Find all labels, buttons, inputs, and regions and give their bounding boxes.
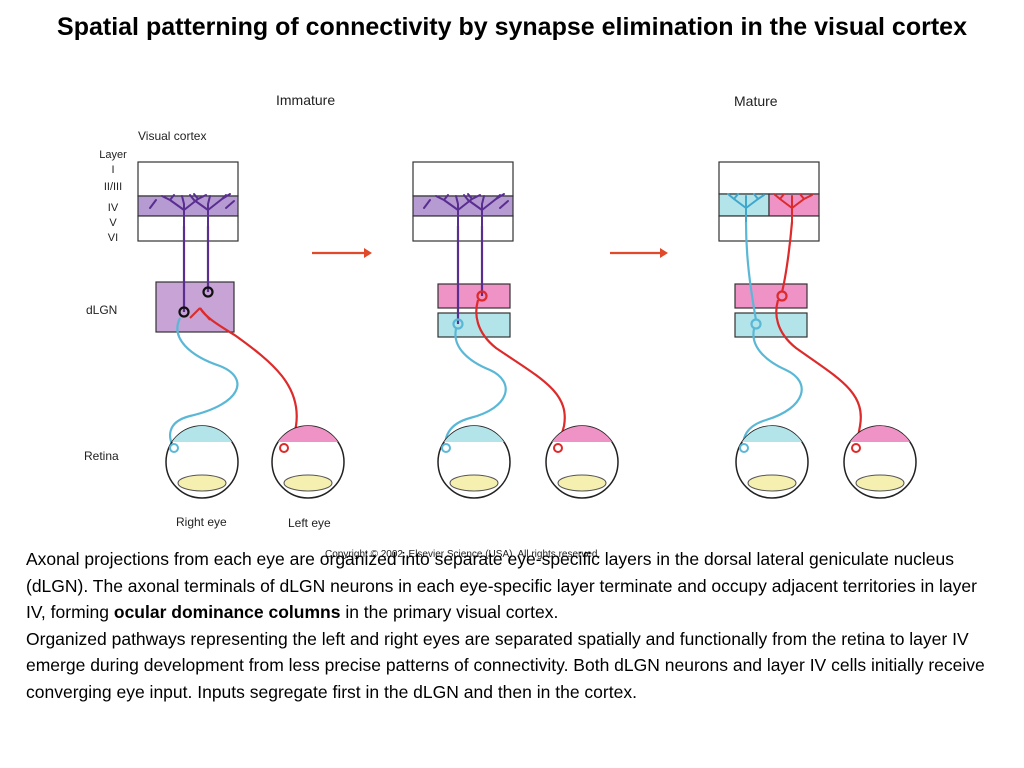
layer-label-iv: IV [108,202,119,214]
copyright-notice: Copyright © 2002, Elsevier Science (USA)… [325,549,600,560]
layer-label-vi: VI [108,232,118,244]
cortex-block [718,161,820,242]
dlgn-right-layer [437,312,511,338]
cortex-block [412,161,514,242]
layer-label-i: I [111,164,114,176]
dlgn-block [155,281,235,333]
dlgn-left-layer [734,283,808,309]
stage-intermediate [412,161,619,499]
converging-arbors [149,193,235,227]
right-eye [165,425,239,499]
stage-label-mature: Mature [734,93,778,109]
caption: Axonal projections from each eye are org… [26,546,1001,705]
left-eye [271,425,345,499]
left-eye-label: Left eye [288,516,331,530]
stage-mature [718,161,917,499]
caption-p1-text: Axonal projections from each eye are org… [26,549,977,622]
right-eye [735,425,809,499]
dlgn-label: dLGN [86,303,117,317]
left-eye-axon [775,299,862,449]
left-eye [545,425,619,499]
development-arrow-1 [312,248,372,258]
right-eye-axon [169,317,239,449]
caption-paragraph-1: Axonal projections from each eye are org… [26,546,1001,626]
left-eye-arbor [773,193,813,223]
layer-label-v: V [109,217,117,229]
left-eye-axon [475,299,566,449]
cortex-label: Visual cortex [138,129,206,143]
layer-label-heading: Layer [99,149,127,161]
dlgn-neurons [744,221,794,330]
dlgn-neurons [452,226,488,330]
development-arrow-2 [610,248,668,258]
left-eye [843,425,917,499]
layer-labels: Layer I II/III IV V VI [99,149,127,244]
retina-label: Retina [84,449,119,463]
dlgn-left-layer [437,283,511,309]
cortex-block [137,161,239,242]
caption-paragraph-2: Organized pathways representing the left… [26,628,985,702]
stage-label-immature: Immature [276,92,335,108]
synapse-elimination-diagram: Immature Mature Visual cortex Layer I II… [84,92,917,560]
converging-arbors [423,193,509,227]
stage-immature: Right eye Left eye [137,161,345,530]
caption-key-term: ocular dominance columns [113,602,341,622]
layer-label-ii-iii: II/III [104,181,122,193]
dlgn-neurons [178,226,214,318]
right-eye-arbor [727,193,765,223]
right-eye-label: Right eye [176,515,227,529]
right-eye-axon [742,328,803,449]
slide-title: Spatial patterning of connectivity by sy… [57,13,967,41]
right-eye-axon [444,328,507,449]
caption-p1-text-end: in the primary visual cortex. [340,602,559,622]
dlgn-right-layer [734,312,808,338]
right-eye [437,425,511,499]
